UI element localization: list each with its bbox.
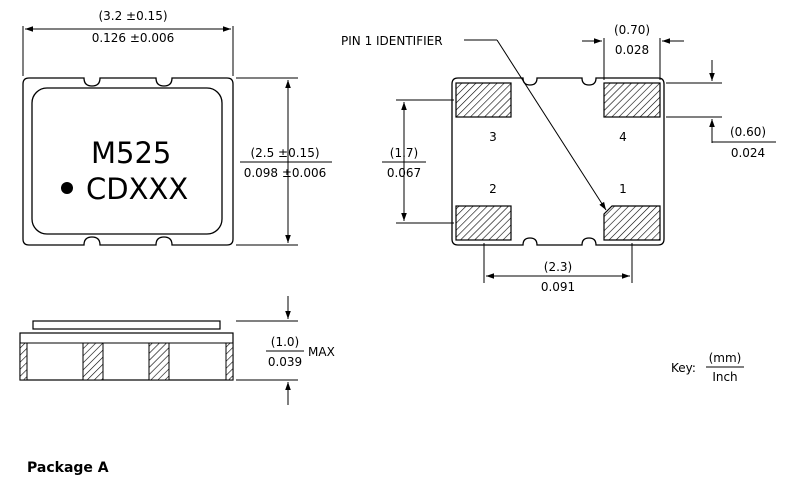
pin-label-3: 3 [489,130,497,144]
pad-4 [603,82,661,118]
height-mm: (2.5 ±0.15) [250,146,319,160]
pin-label-2: 2 [489,182,497,196]
pitch-h-mm: (2.3) [544,260,572,274]
pin1-leader-arrow [496,39,607,211]
side-height-in: 0.039 [268,355,302,369]
height-in: 0.098 ±0.006 [244,166,327,180]
key-label: Key: [671,361,696,375]
pad-height-mm: (0.60) [730,125,766,139]
key-unit-inch: Inch [712,370,737,384]
pin1-dot [61,182,73,194]
pin1-identifier-label: PIN 1 IDENTIFIER [341,34,443,48]
pad-width-in: 0.028 [615,43,649,57]
top-view-outline [22,77,234,246]
pad-width-mm: (0.70) [614,23,650,37]
side-view-lid [32,320,221,330]
side-height-mm: (1.0) [271,335,299,349]
side-view: (1.0) 0.039 MAX [19,296,335,405]
pad-2 [455,205,512,241]
side-castellation-mid2 [148,342,170,381]
bottom-view-outline [451,77,665,246]
side-max-label: MAX [308,345,335,359]
width-mm: (3.2 ±0.15) [98,9,167,23]
package-label: Package A [27,460,109,476]
bottom-view: 3 4 2 1 PIN 1 IDENTIFIER (0.70) 0.028 (0… [341,23,776,294]
width-in: 0.126 ±0.006 [92,31,175,45]
side-castellation-mid1 [82,342,104,381]
pin-label-1: 1 [619,182,627,196]
top-view: M525 CDXXX (3.2 ±0.15) 0.126 ±0.006 (2.5… [22,9,332,246]
pitch-v-in: 0.067 [387,166,421,180]
marking-line1: M525 [91,136,171,170]
pad-height-in: 0.024 [731,146,765,160]
pad-1 [603,205,661,241]
pad-3 [455,82,512,118]
pitch-v-mm: (1.7) [390,146,418,160]
side-view-body [19,332,234,381]
side-castellation-right [225,342,234,381]
key-unit-mm: (mm) [709,351,742,365]
units-key: Key: (mm) Inch [671,351,744,384]
marking-line2: CDXXX [86,172,188,206]
pitch-h-in: 0.091 [541,280,575,294]
pin-label-4: 4 [619,130,627,144]
top-view-lid [31,87,223,235]
side-castellation-left [19,342,28,381]
